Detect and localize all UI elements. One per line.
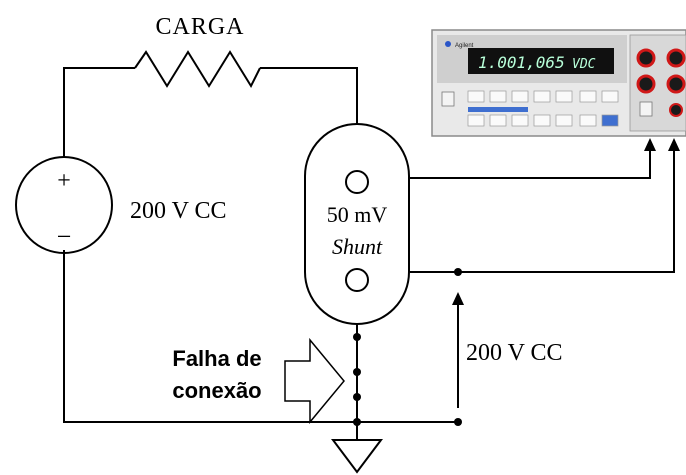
meter-unit: VDC bbox=[572, 57, 596, 72]
junction-dot bbox=[454, 268, 462, 276]
meter-function-button[interactable] bbox=[511, 114, 529, 127]
junction-dot bbox=[454, 418, 462, 426]
measurement-arrowhead bbox=[452, 292, 464, 305]
meter-terminal-panel bbox=[629, 34, 686, 132]
meter-function-button[interactable] bbox=[467, 90, 485, 103]
voltage-source-icon bbox=[15, 156, 113, 254]
meter-function-button[interactable] bbox=[555, 90, 573, 103]
junction-dot bbox=[353, 333, 361, 341]
meter-terminal-jack[interactable] bbox=[636, 48, 656, 68]
sense-high-arrowhead bbox=[644, 138, 656, 151]
source-plus-sign: + bbox=[57, 168, 71, 194]
meter-brand: Agilent bbox=[455, 43, 474, 49]
fault-arrow-icon bbox=[284, 337, 345, 425]
meter-function-button[interactable] bbox=[511, 90, 529, 103]
shunt-terminal-top bbox=[345, 170, 369, 194]
ground-icon bbox=[331, 439, 383, 474]
shunt-resistor: 50 mV Shunt bbox=[304, 123, 410, 325]
shunt-terminal-bottom bbox=[345, 268, 369, 292]
shunt-body bbox=[304, 123, 410, 325]
meter-function-button[interactable] bbox=[579, 114, 597, 127]
meter-reading: 1.001,065 bbox=[478, 53, 565, 72]
meter-function-button[interactable] bbox=[489, 114, 507, 127]
agilent-logo-icon bbox=[445, 41, 451, 47]
meter-range-strip bbox=[468, 107, 528, 112]
junction-dot bbox=[353, 418, 361, 426]
junction-dot bbox=[353, 393, 361, 401]
meter-terminal-jack[interactable] bbox=[636, 74, 656, 94]
load-label: CARGA bbox=[155, 14, 244, 40]
measured-voltage-label: 200 V CC bbox=[466, 340, 562, 366]
meter-function-button[interactable] bbox=[579, 90, 597, 103]
meter-function-button[interactable] bbox=[555, 114, 573, 127]
meter-function-button[interactable] bbox=[601, 114, 619, 127]
source-voltage-label: 200 V CC bbox=[130, 198, 226, 224]
shunt-rating: 50 mV bbox=[327, 202, 388, 227]
meter-terminal-jack[interactable] bbox=[666, 48, 686, 68]
wire-source-to-ground bbox=[63, 250, 458, 423]
meter-power-button[interactable] bbox=[441, 91, 455, 107]
meter-function-button[interactable] bbox=[533, 114, 551, 127]
digital-multimeter: Agilent 1.001,065 VDC bbox=[431, 29, 686, 137]
connection-fault: Falha de conexão bbox=[172, 337, 345, 425]
junction-dot bbox=[353, 368, 361, 376]
wire-sense-high bbox=[410, 147, 651, 179]
meter-front-rear-switch[interactable] bbox=[639, 101, 653, 117]
meter-function-button[interactable] bbox=[467, 114, 485, 127]
source-minus-sign: − bbox=[57, 222, 72, 251]
shunt-name: Shunt bbox=[332, 234, 383, 259]
meter-function-button[interactable] bbox=[533, 90, 551, 103]
meter-display bbox=[468, 48, 614, 74]
meter-terminal-jack[interactable] bbox=[669, 103, 683, 117]
meter-button-panel bbox=[441, 90, 619, 127]
fault-label-line1: Falha de bbox=[172, 346, 261, 371]
wire-source-to-load bbox=[63, 67, 135, 158]
meter-function-button[interactable] bbox=[601, 90, 619, 103]
sense-low-arrowhead bbox=[668, 138, 680, 151]
fault-label-line2: conexão bbox=[172, 378, 261, 403]
meter-function-button[interactable] bbox=[489, 90, 507, 103]
dc-voltage-source: + − 200 V CC bbox=[15, 156, 226, 254]
load-resistor: CARGA bbox=[134, 14, 261, 89]
meter-terminal-jack[interactable] bbox=[666, 74, 686, 94]
resistor-icon bbox=[134, 50, 261, 89]
wire-sense-low bbox=[410, 147, 675, 273]
